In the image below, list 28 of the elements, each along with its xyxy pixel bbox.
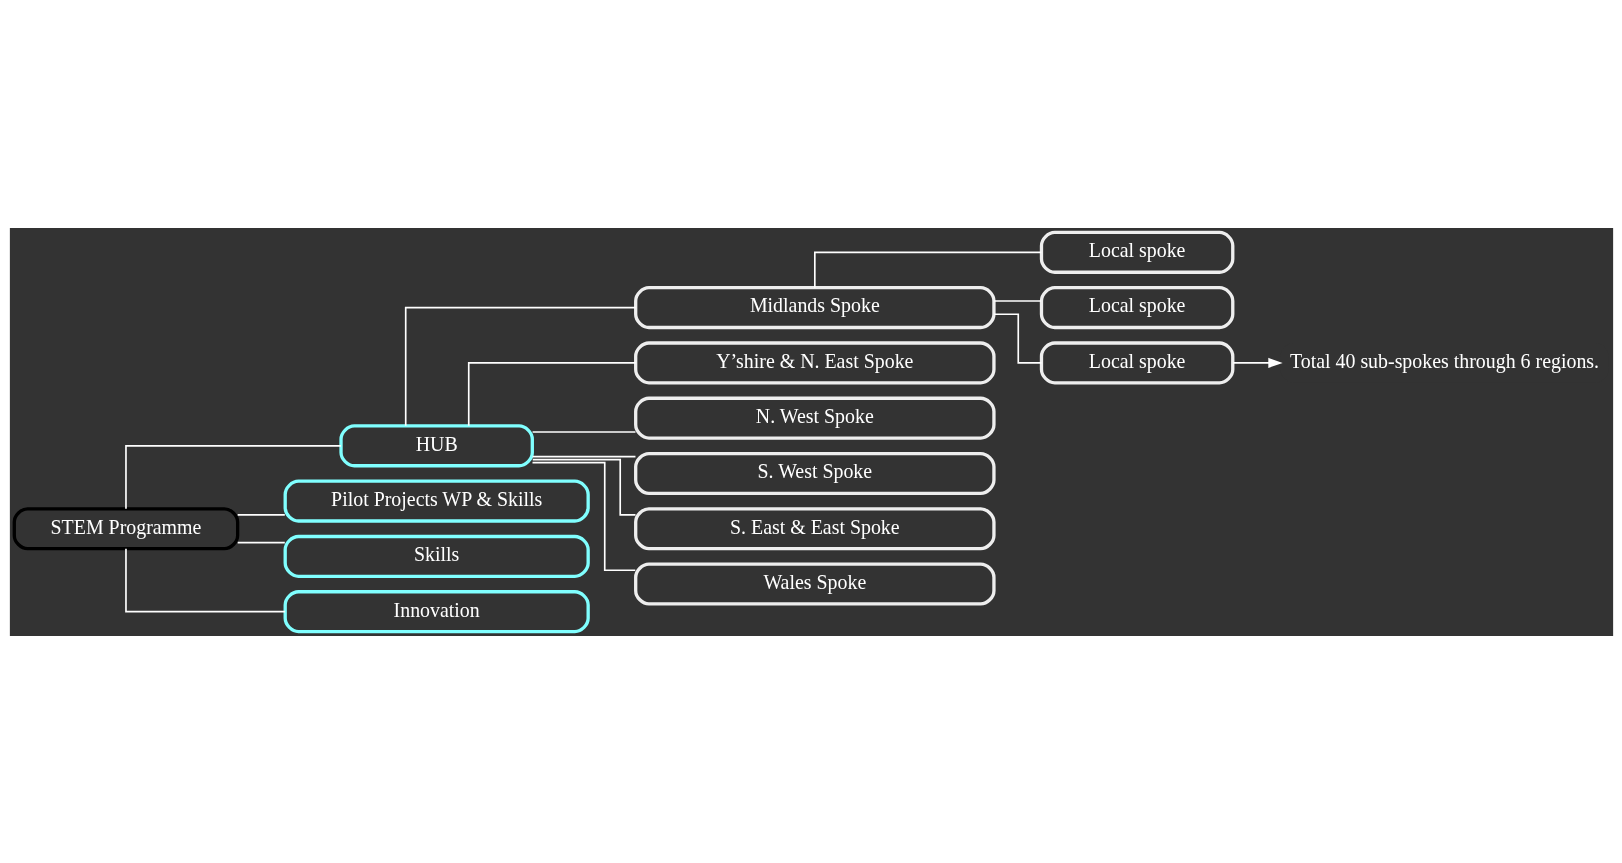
node-box: STEM Programme: [12, 506, 239, 550]
node-box: Midlands Spoke: [633, 285, 996, 329]
node-box: Skills: [283, 534, 590, 578]
node-box: Local spoke: [1039, 340, 1234, 384]
node-box: S. West Spoke: [633, 451, 996, 495]
connector: [236, 513, 286, 516]
connector: [531, 430, 636, 433]
connector: [467, 361, 637, 427]
arrow: [1231, 357, 1283, 368]
node-box: Wales Spoke: [633, 561, 996, 606]
node-box: Y’shire & N. East Spoke: [633, 340, 996, 384]
node-box: Innovation: [283, 589, 590, 633]
connector: [993, 299, 1042, 302]
connector: [236, 541, 286, 543]
node-box: Pilot Projects WP & Skills: [283, 479, 590, 523]
node-box: Local spoke: [1039, 285, 1234, 329]
connector: [404, 306, 636, 427]
node-box: S. East & East Spoke: [633, 506, 996, 550]
connector: [531, 458, 636, 516]
node-box: HUB: [338, 423, 534, 467]
connector: [124, 547, 286, 612]
connector: [813, 251, 1042, 288]
node-text: Total 40 sub-spokes through 6 regions.: [1289, 349, 1599, 372]
connector: [124, 444, 342, 509]
connector: [531, 461, 636, 571]
node-box: N. West Spoke: [633, 396, 996, 440]
node-box: Local spoke: [1039, 230, 1234, 274]
connector: [531, 455, 636, 457]
